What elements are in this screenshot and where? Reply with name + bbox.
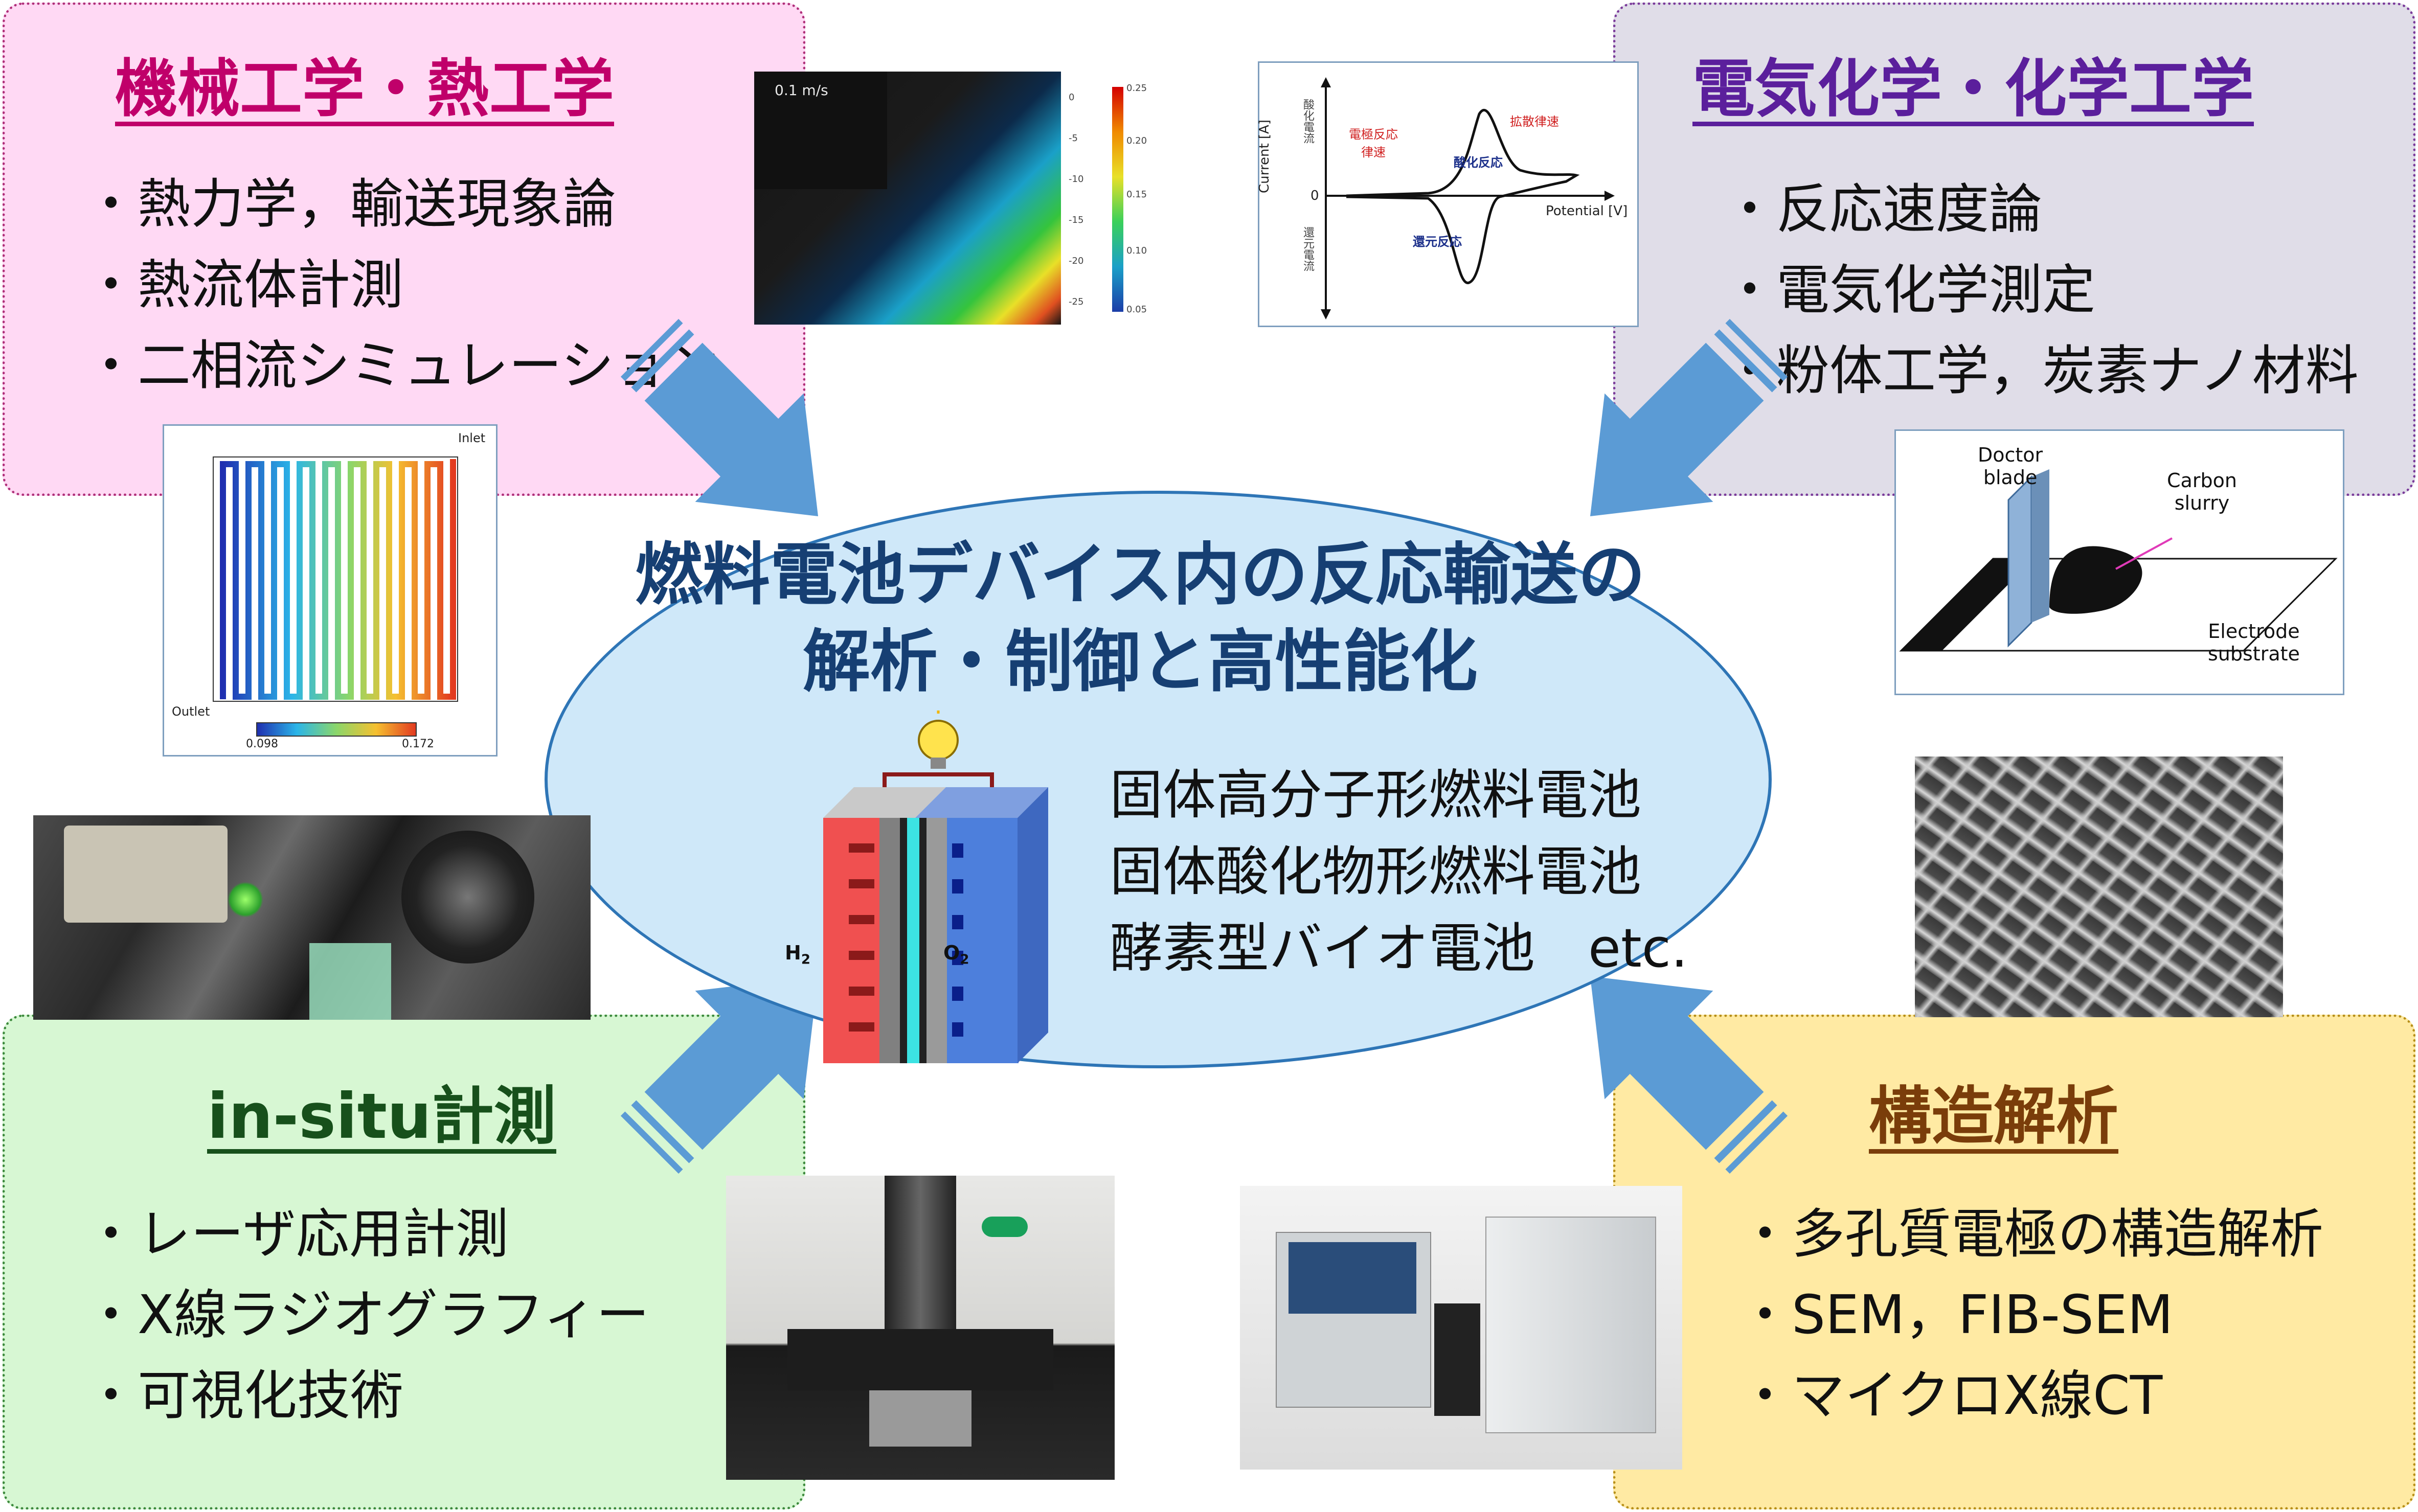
xray-ct-photo — [1240, 1186, 1682, 1470]
list-item: ・X線ラジオグラフィー — [84, 1284, 650, 1346]
o2-label-text: O — [943, 942, 960, 964]
cv-y-bottom: 還元電流 — [1301, 226, 1314, 271]
colorbar-tick: 0.10 — [1126, 245, 1147, 256]
cv-curve-plot — [1321, 77, 1615, 319]
colorbar-max: 0.172 — [402, 738, 434, 750]
list-item: 固体酸化物形燃料電池 — [1110, 840, 1642, 903]
velocity-field-corner — [754, 72, 887, 189]
light-bulb-icon — [918, 711, 959, 769]
slurry-label: Carbon slurry — [2167, 469, 2237, 514]
ct-computer — [1434, 1303, 1480, 1416]
sample-holder — [869, 1390, 971, 1447]
list-item: ・多孔質電極の構造解析 — [1738, 1203, 2324, 1265]
colorbar-tick: 0.15 — [1126, 189, 1147, 200]
left-axis-tick: -20 — [1069, 256, 1084, 266]
list-item: ・粉体工学，炭素ナノ材料 — [1723, 339, 2359, 402]
cv-diffusion-rate: 拡散律速 — [1510, 114, 1559, 129]
cv-y-top: 酸化電流 — [1301, 99, 1314, 144]
structure-list: ・多孔質電極の構造解析 ・SEM，FIB-SEM ・マイクロX線CT — [1738, 1194, 2323, 1436]
fuel-cell-illustration — [823, 711, 1048, 1063]
outlet-label: Outlet — [172, 704, 210, 719]
list-item: ・熱力学，輸送現象論 — [84, 173, 617, 235]
laser-housing — [64, 826, 228, 923]
list-item: ・SEM，FIB-SEM — [1738, 1284, 2174, 1346]
h2-label: H2 — [785, 942, 810, 968]
electrochem-list: ・反応速度論 ・電気化学測定 ・粉体工学，炭素ナノ材料 — [1723, 169, 2359, 411]
left-axis-tick: -10 — [1069, 174, 1084, 185]
xray-stage-photo — [726, 1176, 1115, 1480]
cv-oxidation: 酸化反応 — [1454, 155, 1503, 170]
list-item: 酵素型バイオ電池 etc. — [1110, 917, 1688, 979]
doctor-blade-image: Doctor blade Carbon slurry Electrode sub… — [1894, 429, 2344, 695]
colorbar-tick: 0.05 — [1126, 304, 1147, 315]
center-title-line2: 解析・制御と高性能化 — [803, 623, 1478, 701]
mechanical-list: ・熱力学，輸送現象論 ・熱流体計測 ・二相流シミュレーション — [84, 164, 720, 406]
left-axis-tick: -15 — [1069, 215, 1084, 225]
o2-label-sub: 2 — [960, 952, 969, 968]
cv-reduction: 還元反応 — [1413, 235, 1462, 249]
h2-label-sub: 2 — [801, 952, 810, 968]
sem-image — [1915, 757, 2283, 1017]
left-axis-tick: -25 — [1069, 296, 1084, 307]
left-axis-tick: 0 — [1069, 92, 1075, 103]
colorbar-min: 0.098 — [246, 738, 278, 750]
list-item: 固体高分子形燃料電池 — [1110, 764, 1642, 826]
structure-title: 構造解析 — [1869, 1080, 2118, 1153]
laser-setup-photo — [33, 815, 591, 1020]
doctor-blade-diagram — [1899, 469, 2338, 652]
velocity-colorbar — [1112, 87, 1123, 312]
mechanical-title: 機械工学・熱工学 — [115, 53, 614, 125]
serpentine-channel — [213, 456, 458, 702]
flow-field-image: Inlet Outlet 0.098 0.172 — [163, 424, 498, 757]
stage-plate — [787, 1329, 1053, 1390]
ct-scanner — [1485, 1217, 1656, 1433]
insitu-title: in-situ計測 — [207, 1080, 556, 1153]
microscope-column — [885, 1176, 956, 1344]
center-title: 燃料電池デバイス内の反応輸送の 解析・制御と高性能化 — [552, 532, 1728, 705]
list-item: ・反応速度論 — [1723, 178, 2043, 240]
center-ellipse — [545, 491, 1772, 1068]
test-cell — [309, 943, 391, 1020]
cv-curve-image: 0 Potential [V] Current [A] 酸化電流 還元電流 電極… — [1257, 61, 1639, 327]
cv-zero-label: 0 — [1310, 188, 1319, 203]
colorbar-tick: 0.20 — [1126, 135, 1147, 146]
list-item: ・二相流シミュレーション — [84, 334, 720, 397]
left-axis-tick: -5 — [1069, 133, 1078, 144]
electrochem-title: 電気化学・化学工学 — [1692, 53, 2254, 125]
blade-label: Doctor blade — [1978, 444, 2043, 489]
cv-xlabel: Potential [V] — [1546, 203, 1628, 219]
velocity-field-image: 0.1 m/s 0.25 0.20 0.15 0.10 0.05 0 -5 -1… — [754, 72, 1150, 325]
arrow-top-right — [1536, 296, 1811, 570]
lens-barrel — [401, 831, 534, 964]
cv-ylabel: Current [A] — [1257, 120, 1272, 193]
center-title-line1: 燃料電池デバイス内の反応輸送の — [635, 536, 1646, 614]
list-item: ・マイクロX線CT — [1738, 1364, 2163, 1427]
cv-electrode-rate: 電極反応 律速 — [1349, 127, 1398, 159]
inlet-label: Inlet — [458, 431, 486, 445]
h2-label-text: H — [785, 942, 801, 964]
o2-label: O2 — [943, 942, 969, 968]
colorbar-tick: 0.25 — [1126, 83, 1147, 94]
arrow-top-left — [598, 296, 872, 570]
green-clip — [982, 1217, 1028, 1237]
cell-type-list: 固体高分子形燃料電池 固体酸化物形燃料電池 酵素型バイオ電池 etc. — [1110, 757, 1688, 987]
green-laser-spot — [228, 882, 263, 918]
list-item: ・熱流体計測 — [84, 254, 404, 316]
ct-monitor — [1289, 1242, 1416, 1314]
insitu-list: ・レーザ応用計測 ・X線ラジオグラフィー ・可視化技術 — [84, 1194, 649, 1436]
substrate-label: Electrode substrate — [2208, 620, 2300, 665]
list-item: ・電気化学測定 — [1723, 259, 2096, 321]
velocity-arrow-label: 0.1 m/s — [775, 82, 828, 99]
list-item: ・可視化技術 — [84, 1364, 404, 1427]
list-item: ・レーザ応用計測 — [84, 1203, 509, 1265]
flow-colorbar — [256, 722, 417, 737]
